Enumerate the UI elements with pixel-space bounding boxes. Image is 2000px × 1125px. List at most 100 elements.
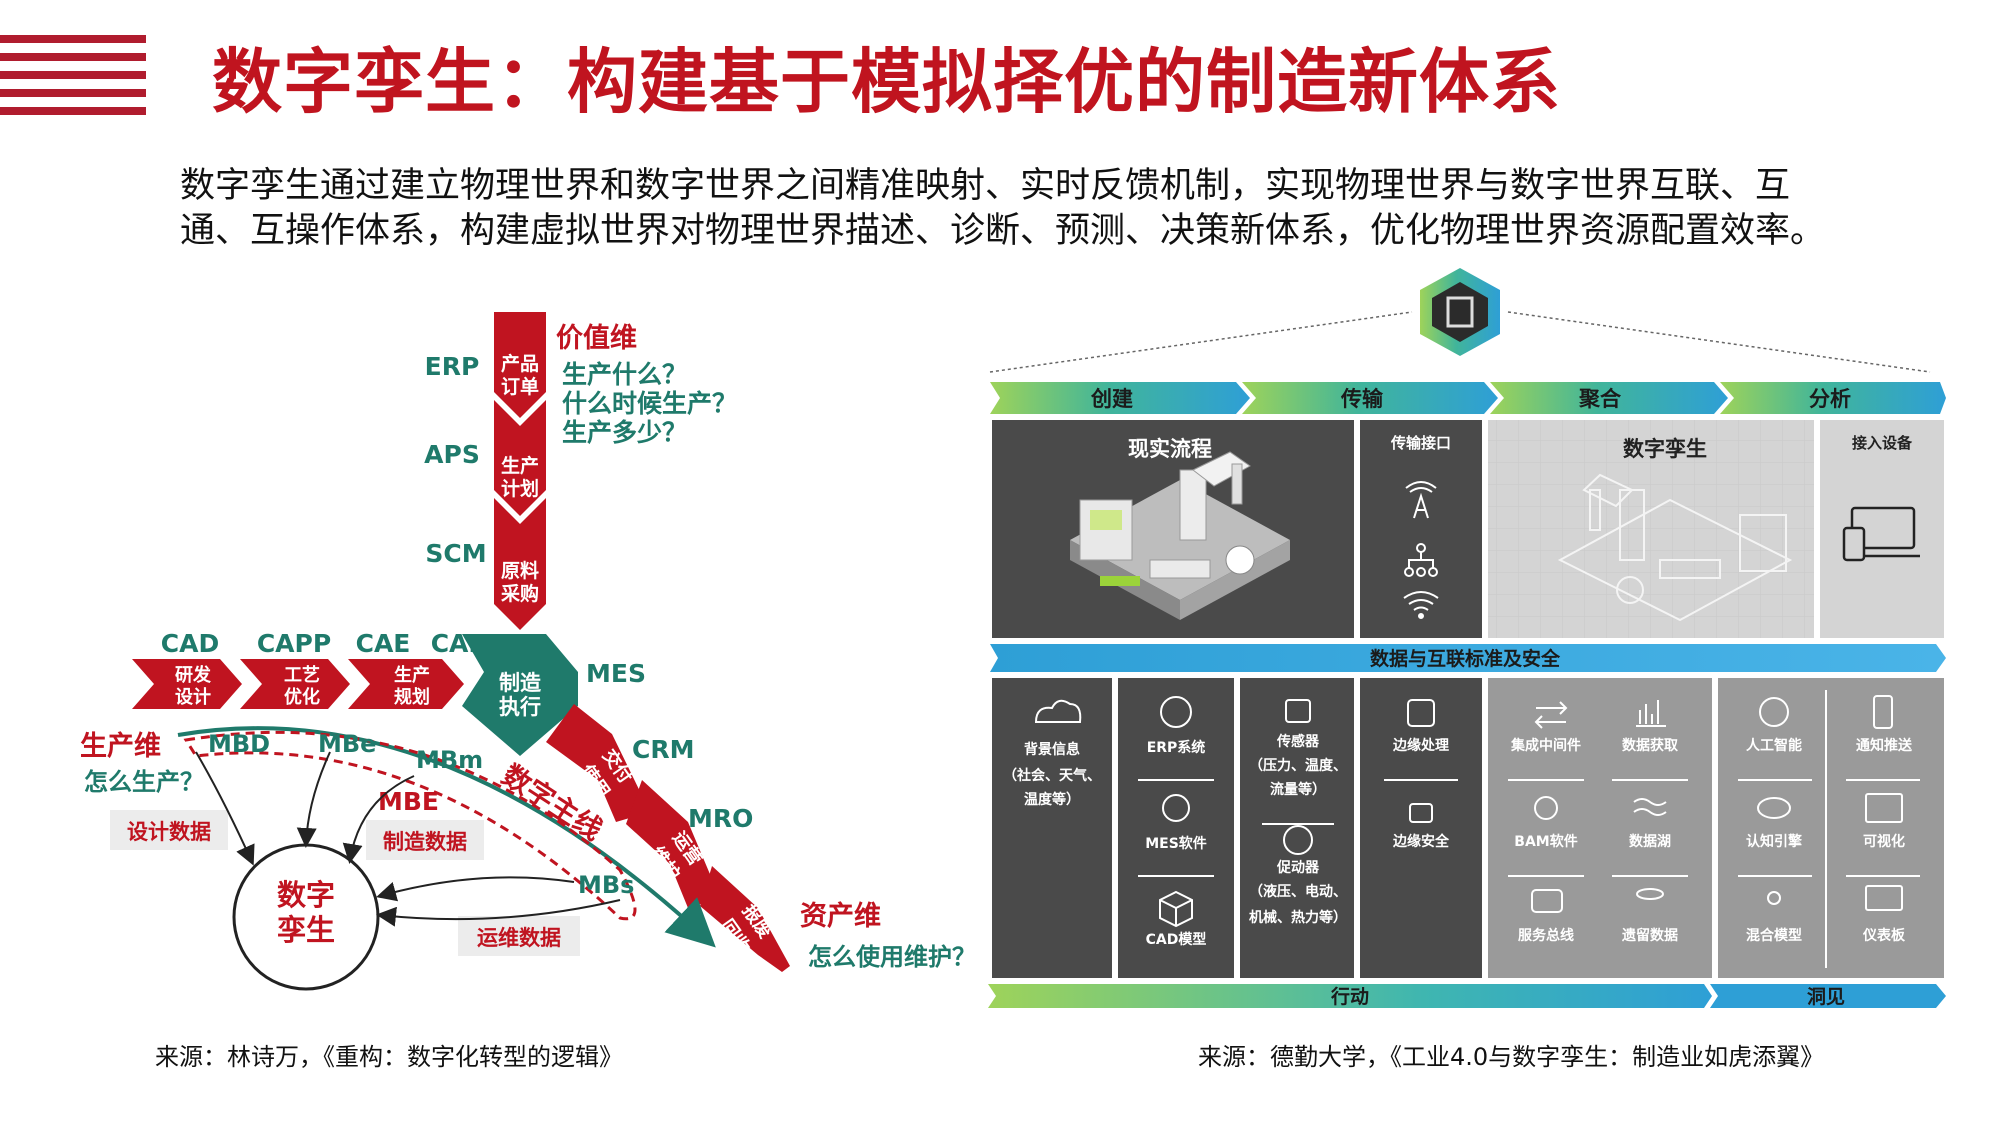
value-dim-title: 价值维 <box>556 323 637 354</box>
vertical-arrow-1-l1: 产品 <box>501 352 539 375</box>
waves-icon <box>1633 798 1667 816</box>
data-box-manufacturing-bg <box>366 820 484 860</box>
value-chain-diagram: 产品 订单 生产 计划 原料 采购 ERP APS SCM 价值维 生产什么？ … <box>80 312 976 991</box>
col3-item1-l2: （压力、温度、 <box>1249 757 1347 774</box>
horizontal-arrow-3-l2: 规划 <box>394 686 430 708</box>
vertical-label-aps: APS <box>424 440 480 469</box>
sync-icon <box>1534 701 1568 729</box>
col-bg-3 <box>1240 678 1354 978</box>
horizontal-arrow-1-l2: 设计 <box>175 686 211 708</box>
horizontal-arrow-2-l2: 优化 <box>284 686 320 708</box>
center-l1: 制造 <box>499 671 542 695</box>
twin-connector-arrows <box>195 751 621 927</box>
col1-item1-l2: （社会、天气、 <box>1003 767 1101 784</box>
network-tree-icon <box>1404 543 1438 577</box>
col5-item1: 集成中间件 <box>1510 737 1581 754</box>
col5-item3: 服务总线 <box>1518 927 1574 944</box>
intro-text: 数字孪生通过建立物理世界和数字世界之间精准映射、实时反馈机制，实现物理世界与数字… <box>180 164 1970 254</box>
globe-icon <box>1160 696 1192 728</box>
antenna-icon <box>1405 481 1437 519</box>
search-icon <box>1534 796 1558 820</box>
panel-digital-twin-grid <box>1488 420 1814 638</box>
panel-access-device-title: 接入设备 <box>1852 434 1913 452</box>
stage-bar <box>990 382 1946 414</box>
vertical-label-erp: ERP <box>425 352 480 381</box>
col7-item2: 认知引擎 <box>1746 833 1802 850</box>
col8-item2: 可视化 <box>1863 833 1905 850</box>
vertical-arrow-1 <box>494 312 546 418</box>
col1-item1-l3: 温度等） <box>1024 791 1080 808</box>
vertical-label-scm: SCM <box>425 539 486 568</box>
horizontal-label-cae: CAE <box>356 629 411 658</box>
horizontal-arrow-2-l1: 工艺 <box>284 664 320 686</box>
data-box-design: 设计数据 <box>127 820 211 844</box>
page-title: 数字孪生：构建基于模拟择优的制造新体系 <box>212 41 1561 123</box>
stage-transmit: 传输 <box>1340 387 1384 411</box>
actuator-icon <box>1283 825 1313 855</box>
panel-transmit-title: 传输接口 <box>1390 434 1451 452</box>
head-icon <box>1759 697 1789 727</box>
asset-dim-question: 怎么使用维护？ <box>808 943 976 971</box>
col-bg-5 <box>1488 678 1712 978</box>
horizontal-arrows: 研发 设计 工艺 优化 生产 规划 <box>132 659 464 709</box>
security-band-label: 数据与互联标准及安全 <box>1370 647 1561 670</box>
cloud-icon <box>1034 699 1082 723</box>
source-right: 来源：德勤大学，《工业4.0与数字孪生：制造业如虎添翼》 <box>1198 1043 1825 1071</box>
vertical-arrow-1-l2: 订单 <box>501 375 539 398</box>
cube-icon <box>1159 890 1193 928</box>
col5-item2: BAM软件 <box>1514 833 1577 850</box>
source-left: 来源：林诗万，《重构：数字化转型的逻辑》 <box>155 1043 623 1071</box>
col-bg-6 <box>1718 678 1944 978</box>
twin-l2: 孪生 <box>277 913 335 947</box>
security-band <box>990 644 1946 672</box>
horizontal-label-cad: CAD <box>161 629 219 658</box>
wifi-icon <box>1403 591 1439 619</box>
col-bg-1 <box>992 678 1112 978</box>
vertical-arrow-3 <box>494 498 546 630</box>
diagonal-label-mro: MRO <box>688 804 753 833</box>
value-dim-q1: 生产什么？ <box>562 360 687 389</box>
asset-dim-title: 资产维 <box>800 901 881 932</box>
horizontal-arrow-2 <box>240 659 350 709</box>
col1-item1-l1: 背景信息 <box>1024 741 1080 758</box>
edge-icon <box>1407 699 1435 727</box>
network-icon <box>1767 891 1781 905</box>
panel-real-process-title: 现实流程 <box>1128 437 1212 461</box>
diagonal-label-mes: MES <box>586 659 646 688</box>
insight-band-label: 洞见 <box>1807 986 1845 1008</box>
col6-item2: 数据湖 <box>1629 833 1671 850</box>
vertical-arrow-3-l1: 原料 <box>501 559 539 582</box>
monitor-icon <box>1865 885 1903 911</box>
col3-item2-l1: 促动器 <box>1276 859 1320 876</box>
col8-item3: 仪表板 <box>1862 927 1906 944</box>
hexagon-logo <box>1420 268 1500 356</box>
intro-line-2: 通、互操作体系，构建虚拟世界对物理世界描述、诊断、预测、决策新体系，优化物理世界… <box>180 211 1826 251</box>
data-box-design-bg <box>110 810 228 850</box>
col3-item1-l3: 流量等） <box>1270 781 1326 798</box>
insight-band <box>1710 984 1946 1008</box>
diagonal-label-crm: CRM <box>632 735 694 764</box>
mb-label-mbs: MBs <box>578 871 634 899</box>
stage-create: 创建 <box>1090 387 1133 411</box>
message-icon <box>1531 889 1563 913</box>
mb-label-mbd: MBD <box>208 730 270 758</box>
center-execution-block <box>462 634 578 756</box>
twin-l1: 数字 <box>277 878 335 912</box>
machine-illustration <box>1070 451 1290 620</box>
mb-label-mbe-small: MBe <box>318 730 376 758</box>
col2-item2: MES软件 <box>1145 835 1207 852</box>
horizontal-label-capp: CAPP <box>257 629 331 658</box>
digital-twin-architecture: 创建 传输 聚合 分析 现实流程 传输接口 数字孪生 接入设备 <box>988 268 1946 1008</box>
diagonal-arrows: 交付 使用 运营 维护 报废 回收 <box>546 704 790 972</box>
phone-icon <box>1873 695 1893 729</box>
col2-item3: CAD模型 <box>1146 931 1207 948</box>
vertical-arrow-2-l1: 生产 <box>501 454 539 477</box>
stage-aggregate: 聚合 <box>1578 387 1622 411</box>
lock-icon <box>1409 803 1433 823</box>
devices-icon <box>1842 506 1920 562</box>
vertical-arrow-3-l2: 采购 <box>501 582 539 605</box>
horizontal-arrow-3-l1: 生产 <box>394 664 430 686</box>
diagonal-arrow-2 <box>626 780 720 908</box>
value-dim-q2: 什么时候生产？ <box>562 389 737 418</box>
eye-icon <box>1757 797 1791 819</box>
